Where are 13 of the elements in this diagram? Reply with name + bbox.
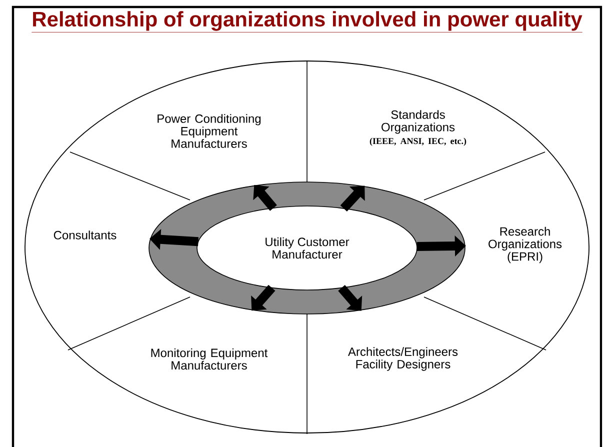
title: Relationship of organizations involved in power quality: [31, 11, 583, 32]
sector-label: Power Conditioning Equipment Manufacturers: [158, 114, 261, 148]
sector-label: Architects/Engineers Facility Designers: [348, 347, 458, 371]
arrow: [253, 184, 277, 211]
sector-label: Monitoring Equipment Manufacturers: [151, 348, 268, 370]
arrow: [251, 284, 276, 311]
arrow: [416, 235, 466, 256]
arrow: [338, 284, 362, 311]
arrow: [150, 228, 199, 250]
arrow: [340, 186, 365, 212]
sector-label: Standards Organizations (IEEE, ANSI, IEC, etc.): [370, 110, 466, 146]
sector-label: Research Organizations (EPRI): [488, 226, 562, 264]
sector-label: Consultants: [54, 230, 116, 240]
